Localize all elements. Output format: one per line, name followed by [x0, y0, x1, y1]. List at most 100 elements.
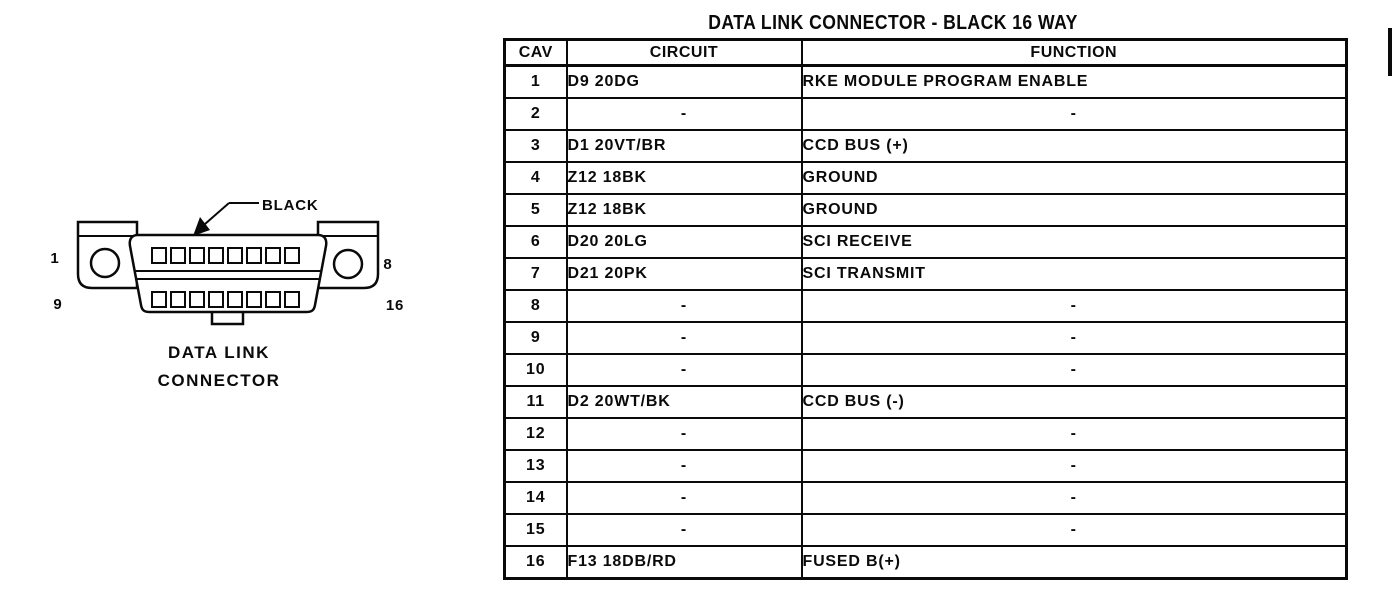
black-label-arrow: [193, 202, 259, 236]
pinout-table: CAV CIRCUIT FUNCTION 1 D9 20DG RKE MODUL…: [503, 38, 1348, 580]
table-row: 1 D9 20DG RKE MODULE PROGRAM ENABLE: [503, 64, 1348, 99]
circuit-cell: -: [565, 321, 803, 355]
function-cell: GROUND: [800, 161, 1348, 195]
pin-16-label: 16: [386, 297, 404, 314]
pin-contact: [151, 291, 167, 308]
right-mounting-hole: [332, 248, 364, 280]
pin-row-top: [151, 247, 300, 264]
circuit-cell: -: [565, 97, 803, 131]
function-cell: -: [800, 353, 1348, 387]
table-row: 6 D20 20LG SCI RECEIVE: [503, 225, 1348, 259]
circuit-cell: D21 20PK: [565, 257, 803, 291]
pin-contact: [265, 247, 281, 264]
table-row: 7 D21 20PK SCI TRANSMIT: [503, 257, 1348, 291]
function-cell: CCD BUS (-): [800, 385, 1348, 419]
circuit-cell: D20 20LG: [565, 225, 803, 259]
pin-contact: [189, 291, 205, 308]
function-cell: -: [800, 513, 1348, 547]
cav-cell: 15: [503, 513, 568, 547]
circuit-cell: D9 20DG: [565, 64, 803, 99]
circuit-cell: -: [565, 417, 803, 451]
circuit-cell: -: [565, 449, 803, 483]
function-cell: GROUND: [800, 193, 1348, 227]
circuit-cell: D2 20WT/BK: [565, 385, 803, 419]
cav-cell: 1: [503, 64, 568, 99]
cav-cell: 7: [503, 257, 568, 291]
circuit-cell: -: [565, 289, 803, 323]
circuit-cell: -: [565, 353, 803, 387]
circuit-cell: D1 20VT/BR: [565, 129, 803, 163]
table-row: 14 - -: [503, 481, 1348, 515]
function-cell: SCI TRANSMIT: [800, 257, 1348, 291]
cav-cell: 10: [503, 353, 568, 387]
table-header-row: CAV CIRCUIT FUNCTION: [503, 38, 1348, 67]
cav-cell: 4: [503, 161, 568, 195]
circuit-cell: -: [565, 481, 803, 515]
cav-cell: 12: [503, 417, 568, 451]
pin-contact: [265, 291, 281, 308]
pin-9-label: 9: [53, 296, 62, 313]
bottom-key-tab: [210, 313, 245, 326]
table-row: 13 - -: [503, 449, 1348, 483]
table-row: 12 - -: [503, 417, 1348, 451]
pin-contact: [227, 291, 243, 308]
table-row: 16 F13 18DB/RD FUSED B(+): [503, 545, 1348, 580]
header-cav: CAV: [503, 38, 568, 67]
connector-color-label: BLACK: [262, 197, 319, 214]
table-row: 8 - -: [503, 289, 1348, 323]
pin-contact: [170, 247, 186, 264]
cav-cell: 13: [503, 449, 568, 483]
cav-cell: 11: [503, 385, 568, 419]
pin-contact: [284, 291, 300, 308]
pin-1-label: 1: [50, 250, 59, 267]
function-cell: FUSED B(+): [800, 545, 1348, 580]
table-row: 2 - -: [503, 97, 1348, 131]
function-cell: SCI RECEIVE: [800, 225, 1348, 259]
circuit-cell: F13 18DB/RD: [565, 545, 803, 580]
left-mounting-hole: [89, 247, 121, 279]
circuit-cell: Z12 18BK: [565, 161, 803, 195]
pin-contact: [151, 247, 167, 264]
pin-contact: [208, 291, 224, 308]
circuit-cell: -: [565, 513, 803, 547]
cav-cell: 3: [503, 129, 568, 163]
function-cell: RKE MODULE PROGRAM ENABLE: [800, 64, 1348, 99]
function-cell: -: [800, 97, 1348, 131]
function-cell: -: [800, 289, 1348, 323]
function-cell: -: [800, 449, 1348, 483]
table-row: 15 - -: [503, 513, 1348, 547]
table-row: 5 Z12 18BK GROUND: [503, 193, 1348, 227]
pin-contact: [246, 247, 262, 264]
connector-caption-line1: DATA LINK: [168, 343, 270, 362]
pin-row-bottom: [151, 291, 300, 308]
connector-diagram: BLACK 1 8 9 16 DATA LINK CONNECTOR: [50, 197, 404, 390]
table-row: 10 - -: [503, 353, 1348, 387]
function-cell: -: [800, 321, 1348, 355]
function-cell: CCD BUS (+): [800, 129, 1348, 163]
pin-contact: [227, 247, 243, 264]
cav-cell: 6: [503, 225, 568, 259]
cav-cell: 9: [503, 321, 568, 355]
table-row: 3 D1 20VT/BR CCD BUS (+): [503, 129, 1348, 163]
cav-cell: 16: [503, 545, 568, 580]
pin-contact: [246, 291, 262, 308]
circuit-cell: Z12 18BK: [565, 193, 803, 227]
pin-contact: [189, 247, 205, 264]
cav-cell: 2: [503, 97, 568, 131]
page-title: DATA LINK CONNECTOR - BLACK 16 WAY: [708, 12, 1078, 34]
table-row: 11 D2 20WT/BK CCD BUS (-): [503, 385, 1348, 419]
scan-edge-artifact: [1388, 28, 1392, 76]
header-circuit: CIRCUIT: [565, 38, 803, 67]
table-row: 4 Z12 18BK GROUND: [503, 161, 1348, 195]
pin-contact: [170, 291, 186, 308]
pin-8-label: 8: [383, 256, 392, 273]
table-row: 9 - -: [503, 321, 1348, 355]
function-cell: -: [800, 481, 1348, 515]
function-cell: -: [800, 417, 1348, 451]
connector-caption-line2: CONNECTOR: [158, 371, 281, 390]
cav-cell: 14: [503, 481, 568, 515]
pin-contact: [284, 247, 300, 264]
pin-contact: [208, 247, 224, 264]
cav-cell: 5: [503, 193, 568, 227]
